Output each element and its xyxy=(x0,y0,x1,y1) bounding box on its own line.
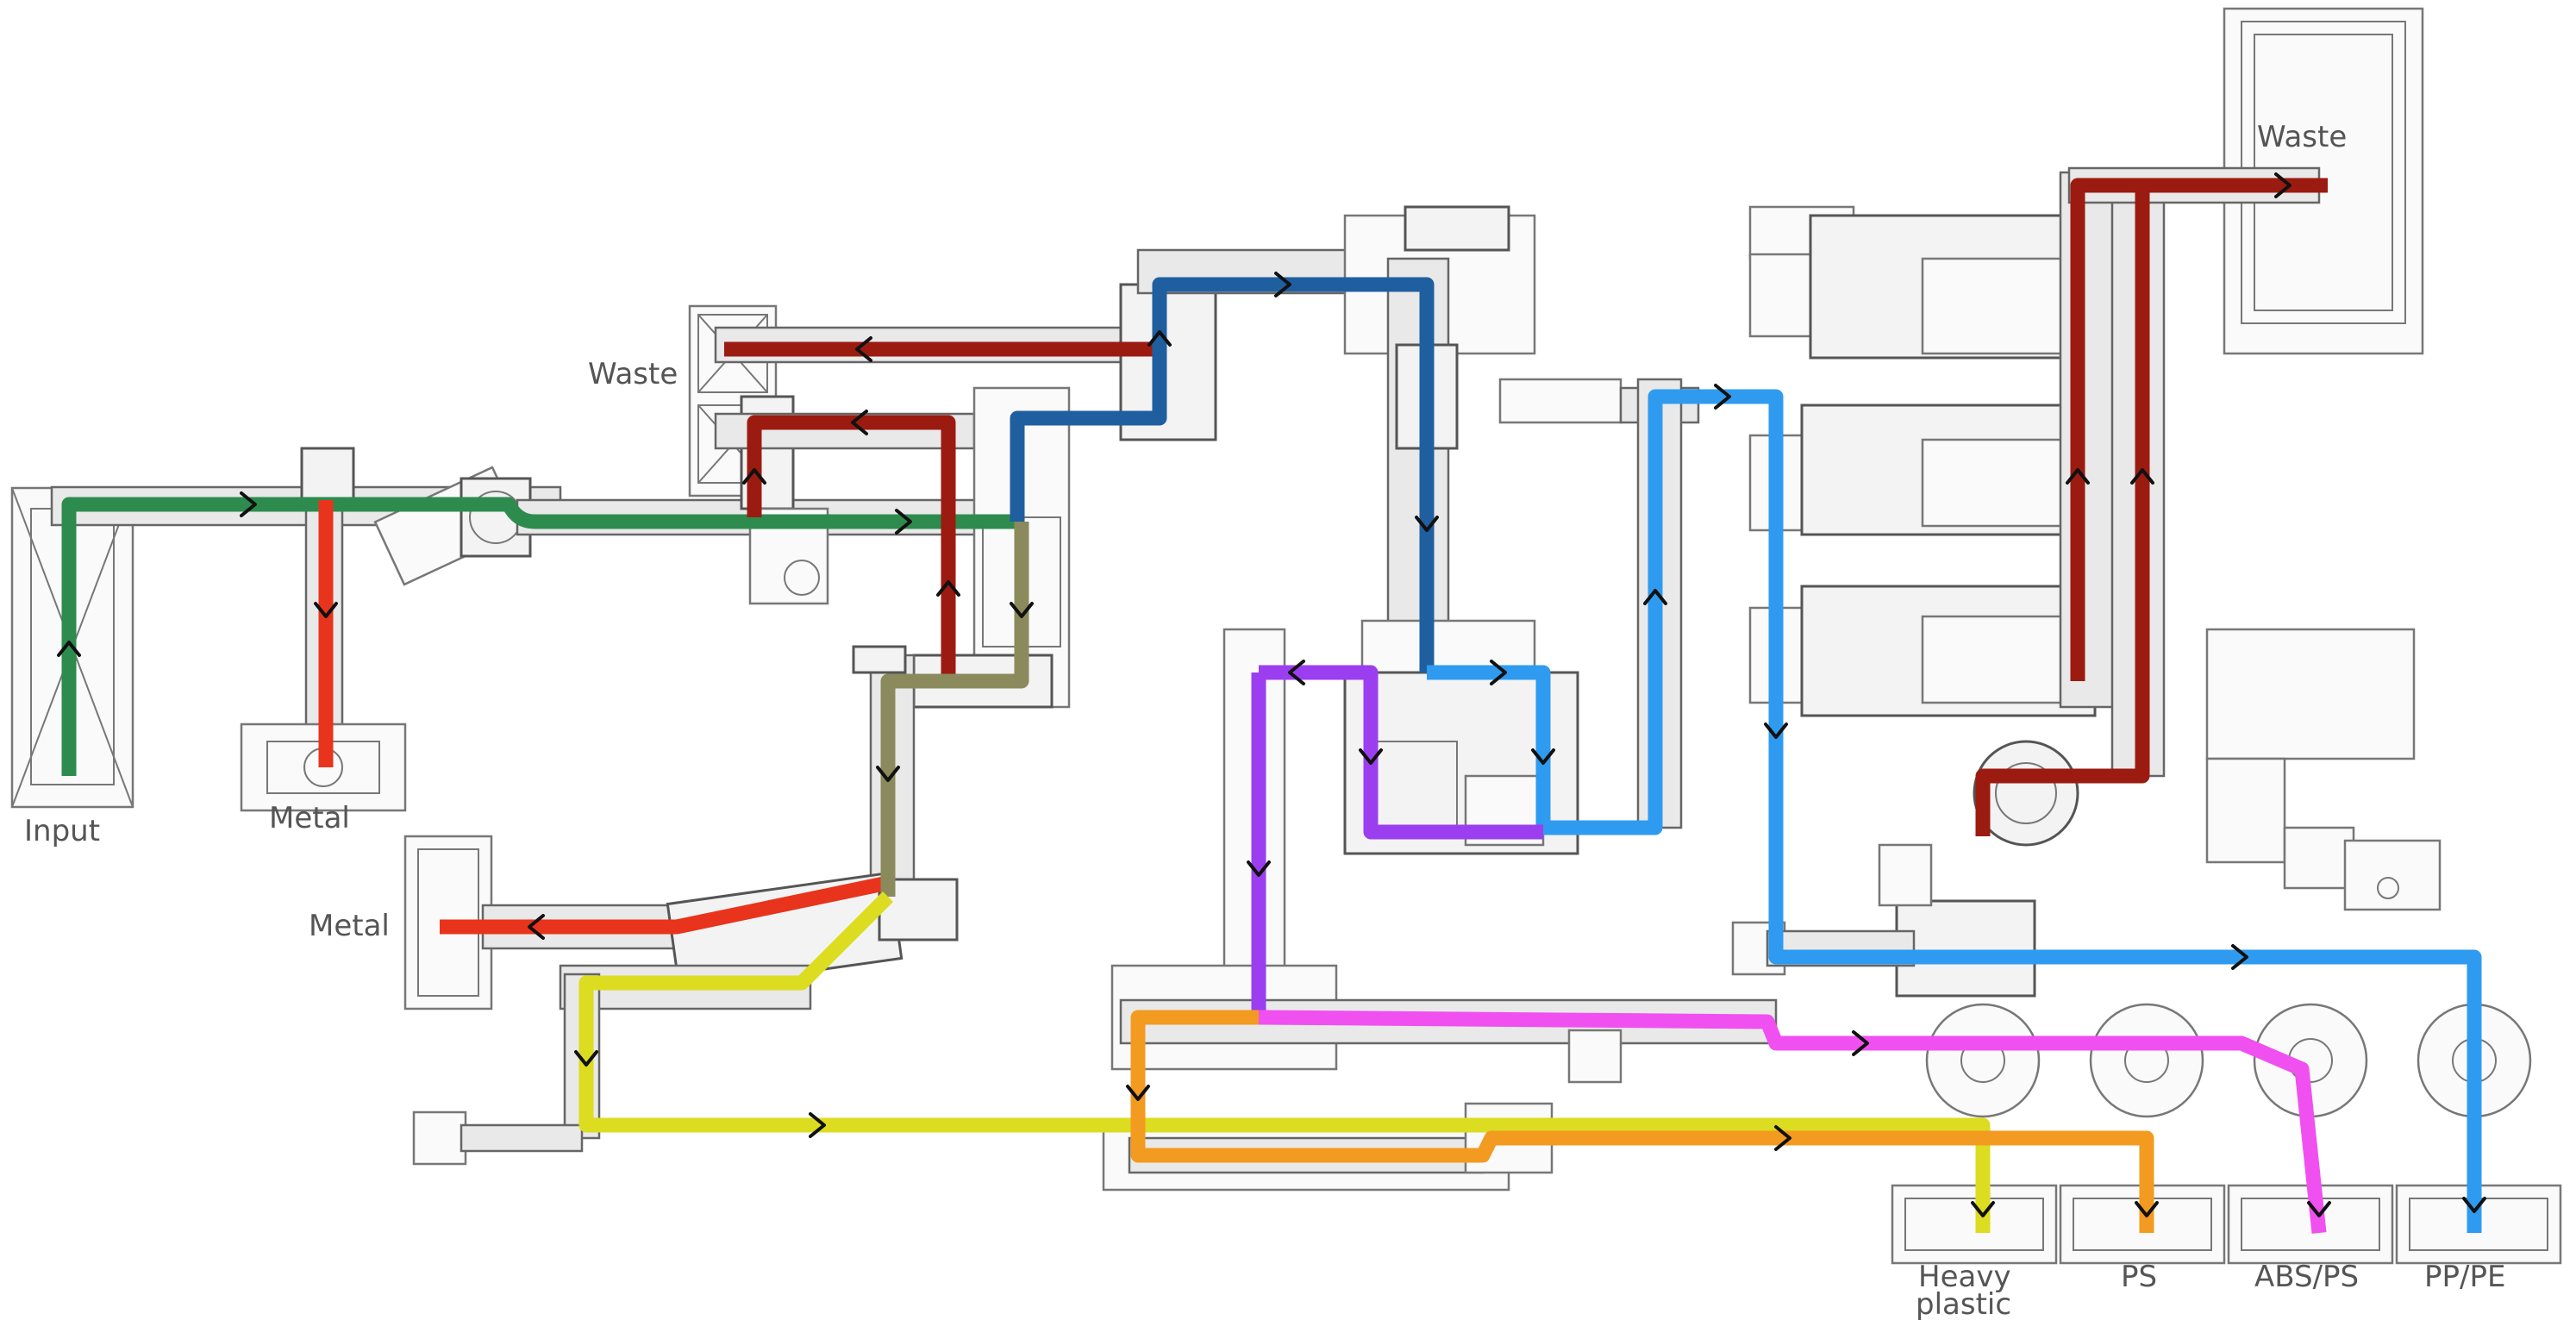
magnet-drum xyxy=(373,466,532,586)
arrow-icon xyxy=(2274,172,2292,198)
label-metal-mid: Metal xyxy=(309,909,390,943)
arrow-icon xyxy=(1774,1125,1791,1151)
flow-arrows xyxy=(57,172,2486,1217)
arrow-icon xyxy=(936,580,960,597)
arrow-icon xyxy=(2135,1201,2159,1217)
label-metal-top: Metal xyxy=(269,801,350,835)
output-bins xyxy=(1891,1184,2562,1265)
arrow-icon xyxy=(855,336,872,362)
machinery-layer xyxy=(10,7,2562,1265)
arrow-icon xyxy=(1490,660,1507,685)
arrow-icon xyxy=(742,468,766,485)
arrow-icon xyxy=(876,766,900,782)
label-pp-pe: PP/PE xyxy=(2424,1260,2505,1294)
arrow-icon xyxy=(2231,944,2248,970)
arrow-icon xyxy=(2307,1201,2331,1217)
flow-layer xyxy=(61,178,2482,1234)
arrow-icon xyxy=(1764,723,1788,739)
flow-magenta xyxy=(1258,1010,2327,1234)
nir-sorters xyxy=(1748,171,2166,778)
arrow-icon xyxy=(1643,589,1667,605)
label-heavy-plastic-2: plastic xyxy=(1916,1287,2011,1320)
flow-light-blue xyxy=(1427,389,2482,1233)
label-input: Input xyxy=(24,814,100,848)
arrow-icon xyxy=(528,914,545,940)
arrow-icon xyxy=(1147,330,1172,347)
flow-waste-right-2 xyxy=(1975,185,2150,836)
separator-center xyxy=(714,326,1157,605)
flow-waste-right xyxy=(2070,178,2328,681)
arrow-icon xyxy=(1288,660,1305,685)
label-waste-left: Waste xyxy=(588,357,678,391)
arrow-icon xyxy=(1531,748,1555,765)
drum-separators xyxy=(1925,1003,2532,1118)
label-ps: PS xyxy=(2121,1260,2157,1294)
arrow-icon xyxy=(2462,1197,2486,1213)
flow-purple xyxy=(1259,665,1543,840)
arrow-icon xyxy=(574,1050,598,1067)
arrow-icon xyxy=(851,410,868,435)
flow-input-green xyxy=(61,497,1017,776)
flow-metal-red-2 xyxy=(440,876,885,935)
flow-orange xyxy=(1130,1010,2154,1233)
arrow-icon xyxy=(1247,860,1271,877)
arrow-icon xyxy=(57,641,81,657)
arrow-icon xyxy=(1852,1030,1869,1056)
arrow-icon xyxy=(1971,1201,1995,1217)
arrow-icon xyxy=(1415,516,1439,532)
flow-dark-blue xyxy=(1010,277,1435,673)
arrow-icon xyxy=(1714,384,1731,410)
label-heavy-plastic-1: Heavy xyxy=(1918,1260,2011,1294)
flow-olive xyxy=(880,522,1029,897)
label-waste-right: Waste xyxy=(2257,120,2347,154)
label-abs-ps: ABS/PS xyxy=(2254,1260,2359,1294)
arrow-icon xyxy=(1010,602,1034,618)
arrow-icon xyxy=(2066,468,2090,485)
labels: Input Metal Metal Waste Waste Heavy plas… xyxy=(24,120,2505,1320)
cyclone-blower xyxy=(1973,628,2442,911)
arrow-icon xyxy=(809,1112,826,1138)
arrow-icon xyxy=(1359,748,1383,765)
arrow-icon xyxy=(240,491,257,517)
arrow-icon xyxy=(895,509,912,535)
arrow-icon xyxy=(2130,468,2154,485)
arrow-icon xyxy=(1274,272,1291,297)
arrow-icon xyxy=(314,602,338,618)
arrow-icon xyxy=(1126,1085,1150,1101)
